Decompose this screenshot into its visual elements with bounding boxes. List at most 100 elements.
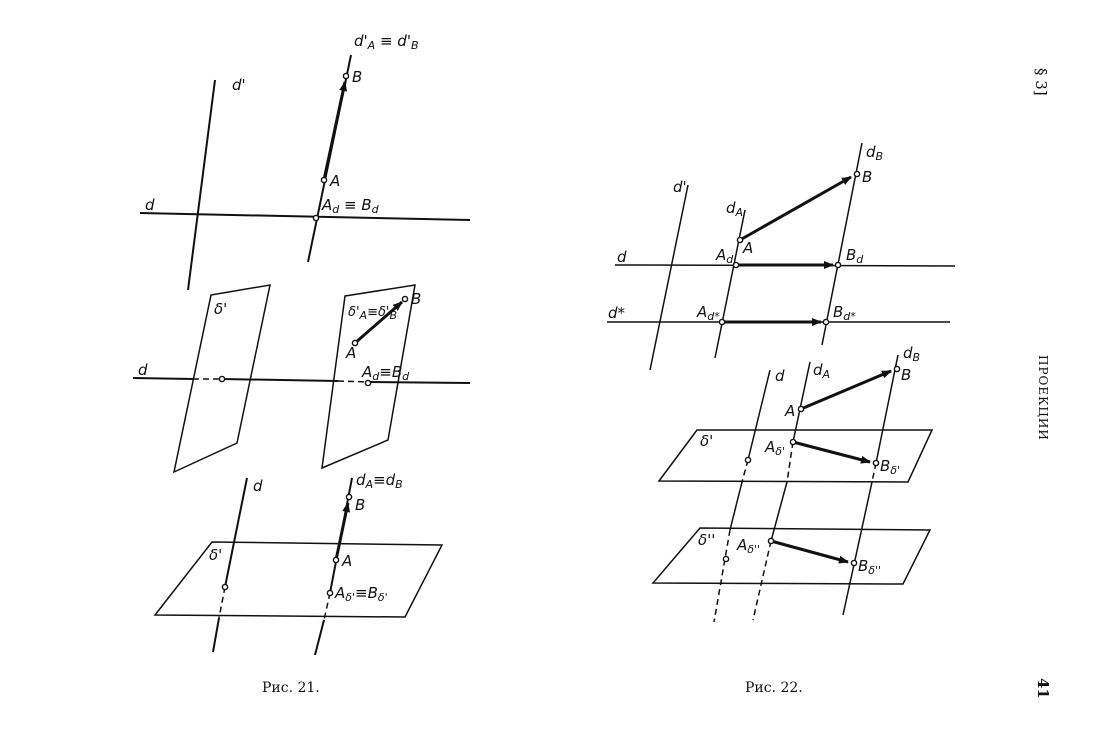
label-A: A bbox=[345, 344, 356, 362]
label-text: d* bbox=[608, 304, 626, 322]
section-marker: § 3] bbox=[1032, 68, 1050, 96]
line-d-prime bbox=[187, 79, 216, 291]
label-subscript: d bbox=[856, 253, 864, 266]
fig22-bottom: d dA dB B A δ' δ'' Aδ' Bδ' Aδ'' Bδ'' bbox=[651, 344, 934, 623]
line-dA-hidden bbox=[752, 540, 772, 621]
line-d-hidden bbox=[218, 586, 226, 619]
label-subscript: A bbox=[822, 368, 831, 381]
label-d: d bbox=[617, 248, 627, 266]
label-subscript: A bbox=[735, 206, 744, 219]
label-subscript: d bbox=[726, 253, 734, 266]
point-Bdstar bbox=[822, 318, 830, 326]
label-text: d' bbox=[232, 76, 246, 94]
fig22-top: d' dA dB B A Ad Bd d d* Ad* Bd* bbox=[607, 142, 956, 371]
figure-21-caption: Рис. 21. bbox=[262, 680, 320, 696]
point-Ad bbox=[312, 214, 320, 222]
line-d-hidden bbox=[741, 459, 749, 483]
label-subscript: B bbox=[913, 351, 921, 364]
label-text: B bbox=[355, 496, 365, 514]
label-text: d bbox=[726, 199, 736, 217]
vector-AB bbox=[739, 175, 852, 242]
label-d-prime: d' bbox=[232, 76, 246, 94]
label-text: d bbox=[866, 143, 876, 161]
label-subscript: d bbox=[372, 203, 380, 216]
point-B-delta1 bbox=[872, 459, 880, 467]
label-Ad: Ad bbox=[715, 246, 734, 266]
point-A bbox=[320, 176, 328, 184]
label-subscript: B bbox=[876, 150, 884, 163]
point-B-delta2 bbox=[850, 559, 858, 567]
line-d-hidden bbox=[713, 529, 731, 623]
line-dA-hidden bbox=[786, 441, 794, 483]
label-text: B bbox=[862, 168, 872, 186]
label-subscript: δ'' bbox=[868, 564, 881, 577]
line-d-seg bbox=[132, 377, 194, 380]
line-dA-hidden bbox=[323, 592, 331, 621]
label-d-star: d* bbox=[608, 304, 626, 322]
label-text: d bbox=[145, 196, 155, 214]
label-subscript: δ' bbox=[775, 445, 785, 458]
line-d-seg bbox=[367, 381, 471, 384]
label-text: d bbox=[775, 367, 785, 385]
label-text: A bbox=[341, 552, 352, 570]
label-delta-2: δ'' bbox=[698, 531, 715, 549]
line-d bbox=[729, 481, 743, 531]
label-subscript: B bbox=[389, 309, 397, 322]
label-text: A bbox=[736, 536, 747, 554]
fig21-bottom: d dA≡dB B A δ' Aδ'≡Bδ' bbox=[153, 471, 444, 656]
label-subscript: d bbox=[332, 203, 340, 216]
label-text: δ' bbox=[700, 432, 713, 450]
label-text: A bbox=[334, 584, 345, 602]
label-A: A bbox=[341, 552, 352, 570]
label-subscript: δ' bbox=[345, 591, 355, 604]
label-text: d bbox=[903, 344, 913, 362]
plane-delta bbox=[153, 541, 444, 618]
label-subscript: d bbox=[402, 370, 410, 383]
point-A-delta2 bbox=[767, 537, 775, 545]
point-Adstar bbox=[718, 318, 726, 326]
label-d: d bbox=[775, 367, 785, 385]
label-delta-1: δ' bbox=[700, 432, 713, 450]
label-text: B bbox=[352, 68, 362, 86]
label-d-prime: d' bbox=[673, 178, 687, 196]
label-dB: dB bbox=[866, 143, 883, 163]
point-B bbox=[345, 493, 353, 501]
label-dA: dA bbox=[813, 361, 830, 381]
plane-delta-2 bbox=[651, 527, 932, 585]
label-text: ≡B bbox=[355, 584, 378, 602]
line-dA bbox=[770, 481, 788, 542]
label-text: ≡d bbox=[373, 471, 396, 489]
label-dA-dB: dA≡dB bbox=[356, 471, 403, 491]
label-subscript: d bbox=[372, 370, 380, 383]
point-B bbox=[342, 72, 350, 80]
label-text: d' bbox=[354, 32, 368, 50]
label-subscript: δ' bbox=[378, 591, 388, 604]
page-number: 41 bbox=[1034, 678, 1052, 699]
plane-delta-1 bbox=[172, 284, 271, 474]
vector-AB bbox=[322, 81, 348, 181]
line-d-hidden bbox=[337, 380, 369, 383]
label-text: A bbox=[742, 239, 753, 257]
label-Bdstar: Bd* bbox=[833, 303, 856, 323]
label-B: B bbox=[352, 68, 362, 86]
label-A: A bbox=[784, 402, 795, 420]
line-d bbox=[747, 369, 771, 461]
label-d: d bbox=[145, 196, 155, 214]
label-delta: δ' bbox=[209, 546, 222, 564]
running-head: ПРОЕКЦИИ bbox=[1036, 355, 1050, 441]
label-subscript: B bbox=[395, 478, 403, 491]
label-text: δ'' bbox=[698, 531, 715, 549]
line-d bbox=[224, 477, 248, 588]
label-text: A bbox=[329, 172, 340, 190]
line-d-seg bbox=[221, 378, 339, 382]
point-B bbox=[893, 365, 901, 373]
line-dB bbox=[875, 354, 899, 464]
label-text: A bbox=[764, 438, 775, 456]
label-text: A bbox=[345, 344, 356, 362]
label-Bd: Bd bbox=[846, 246, 864, 266]
plane-delta-2 bbox=[321, 284, 416, 470]
label-subscript: A bbox=[367, 39, 376, 52]
label-text: δ' bbox=[209, 546, 222, 564]
label-Ad-Bd: Aδ'≡Bδ' bbox=[334, 584, 388, 604]
